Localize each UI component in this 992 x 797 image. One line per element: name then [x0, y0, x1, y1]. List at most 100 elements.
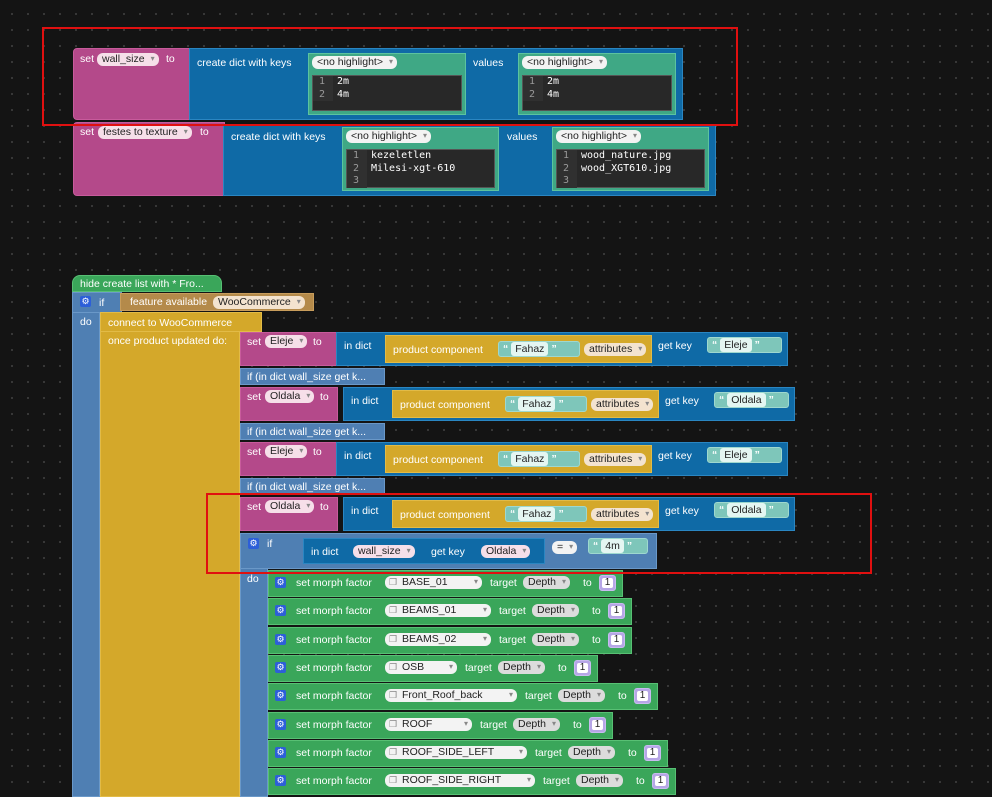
var-dropdown[interactable]: Eleje: [265, 445, 308, 458]
number-block[interactable]: 1: [608, 631, 625, 648]
highlight-dropdown[interactable]: <no highlight>: [346, 130, 431, 143]
collapsed-if-label: if (in dict wall_size get k...: [247, 371, 367, 383]
var-dropdown[interactable]: Oldala: [265, 500, 315, 513]
operator-dropdown[interactable]: =: [552, 541, 578, 554]
feature-dropdown[interactable]: WooCommerce: [213, 296, 305, 309]
get-key-label: get key: [665, 395, 699, 407]
to-label: to: [583, 577, 592, 589]
gear-icon[interactable]: ⚙: [275, 661, 286, 673]
target-dropdown[interactable]: Depth: [568, 745, 616, 759]
number-block[interactable]: 1: [574, 659, 591, 676]
morph-object-dropdown[interactable]: ❒ROOF: [385, 717, 472, 731]
morph-object-dropdown[interactable]: ❒ROOF_SIDE_RIGHT: [385, 774, 535, 788]
number-block[interactable]: 1: [608, 603, 625, 620]
target-label: target: [543, 775, 570, 788]
gear-icon[interactable]: ⚙: [80, 296, 91, 307]
set-oldala-block[interactable]: [240, 387, 338, 421]
target-label: target: [490, 577, 517, 589]
in-dict-label: in dict: [311, 546, 339, 558]
to-label: to: [313, 336, 322, 348]
collapsed-if[interactable]: [240, 423, 385, 440]
number-block[interactable]: 1: [644, 744, 661, 761]
cube-icon: ❒: [389, 718, 398, 729]
in-dict-label: in dict: [351, 395, 379, 407]
string-key[interactable]: “Eleje”: [707, 447, 782, 463]
target-dropdown[interactable]: Depth: [513, 717, 561, 731]
target-dropdown[interactable]: Depth: [532, 632, 580, 646]
attributes-dropdown[interactable]: attributes: [584, 453, 647, 466]
to-label: to: [618, 690, 627, 703]
var-dropdown-wall-size[interactable]: wall_size: [97, 53, 159, 66]
morph-label: set morph factor: [296, 718, 372, 731]
morph-object-dropdown[interactable]: ❒Front_Roof_back: [385, 689, 517, 703]
string-fahaz[interactable]: “Fahaz”: [505, 396, 587, 412]
if-block[interactable]: [72, 292, 100, 797]
string-fahaz[interactable]: “Fahaz”: [498, 341, 580, 357]
number-block[interactable]: 1: [634, 688, 651, 705]
highlight-dropdown[interactable]: <no highlight>: [556, 130, 641, 143]
var-dropdown-festes[interactable]: festes to texture: [98, 126, 192, 139]
to-label: to: [592, 633, 601, 646]
highlight-dropdown[interactable]: <no highlight>: [312, 56, 397, 69]
string-key[interactable]: “Eleje”: [707, 337, 782, 353]
collapsed-if-label: if (in dict wall_size get k...: [247, 426, 367, 438]
number-block[interactable]: 1: [652, 773, 669, 790]
attributes-dropdown[interactable]: attributes: [591, 508, 654, 521]
connect-header: [100, 312, 262, 332]
set-label: set: [247, 501, 262, 513]
highlight-dropdown[interactable]: <no highlight>: [522, 56, 607, 69]
attributes-dropdown[interactable]: attributes: [591, 398, 654, 411]
cube-icon: ❒: [389, 690, 398, 701]
gear-icon[interactable]: ⚙: [275, 605, 286, 617]
in-dict-label: in dict: [344, 450, 372, 462]
to-label: to: [200, 126, 209, 138]
target-dropdown[interactable]: Depth: [576, 774, 624, 788]
to-label: to: [636, 775, 645, 788]
number-block[interactable]: 1: [599, 575, 616, 591]
to-label: to: [320, 501, 329, 513]
connect-woocommerce-block[interactable]: [100, 312, 240, 797]
gear-icon[interactable]: ⚙: [275, 718, 286, 730]
to-label: to: [573, 718, 582, 731]
key-var-dropdown[interactable]: Oldala: [481, 545, 531, 558]
morph-object-dropdown[interactable]: ❒BEAMS_02: [385, 632, 491, 646]
string-fahaz[interactable]: “Fahaz”: [505, 506, 587, 522]
var-dropdown[interactable]: Oldala: [265, 390, 315, 403]
do-label: do: [247, 573, 259, 585]
cube-icon: ❒: [389, 633, 398, 644]
target-dropdown[interactable]: Depth: [498, 660, 546, 674]
gear-icon[interactable]: ⚙: [275, 690, 286, 702]
number-block[interactable]: 1: [589, 716, 606, 733]
string-4m[interactable]: “4m”: [588, 538, 648, 554]
morph-label: set morph factor: [296, 633, 372, 646]
gear-icon[interactable]: ⚙: [248, 538, 259, 549]
var-dropdown[interactable]: Eleje: [265, 335, 308, 348]
hat-block[interactable]: [72, 275, 222, 292]
cube-icon: ❒: [389, 661, 398, 672]
morph-object-dropdown[interactable]: ❒BEAMS_01: [385, 604, 491, 618]
string-key[interactable]: “Oldala”: [714, 502, 789, 518]
morph-object-dropdown[interactable]: ❒ROOF_SIDE_LEFT: [385, 745, 527, 759]
gear-icon[interactable]: ⚙: [275, 746, 286, 758]
collapsed-if[interactable]: [240, 368, 385, 385]
string-key[interactable]: “Oldala”: [714, 392, 789, 408]
if-label: if: [267, 538, 273, 550]
attributes-dropdown[interactable]: attributes: [584, 343, 647, 356]
cube-icon: ❒: [389, 746, 398, 757]
string-fahaz[interactable]: “Fahaz”: [498, 451, 580, 467]
target-dropdown[interactable]: Depth: [523, 576, 571, 589]
once-label: once product updated do:: [108, 335, 228, 347]
target-dropdown[interactable]: Depth: [558, 689, 606, 703]
morph-object-dropdown[interactable]: ❒BASE_01: [385, 576, 482, 589]
morph-object-dropdown[interactable]: ❒OSB: [385, 660, 457, 674]
gear-icon[interactable]: ⚙: [275, 633, 286, 645]
gear-icon[interactable]: ⚙: [275, 775, 286, 787]
values-label: values: [473, 57, 504, 69]
dict-var-dropdown[interactable]: wall_size: [353, 545, 415, 558]
target-dropdown[interactable]: Depth: [532, 604, 580, 618]
gear-icon[interactable]: ⚙: [275, 577, 286, 588]
